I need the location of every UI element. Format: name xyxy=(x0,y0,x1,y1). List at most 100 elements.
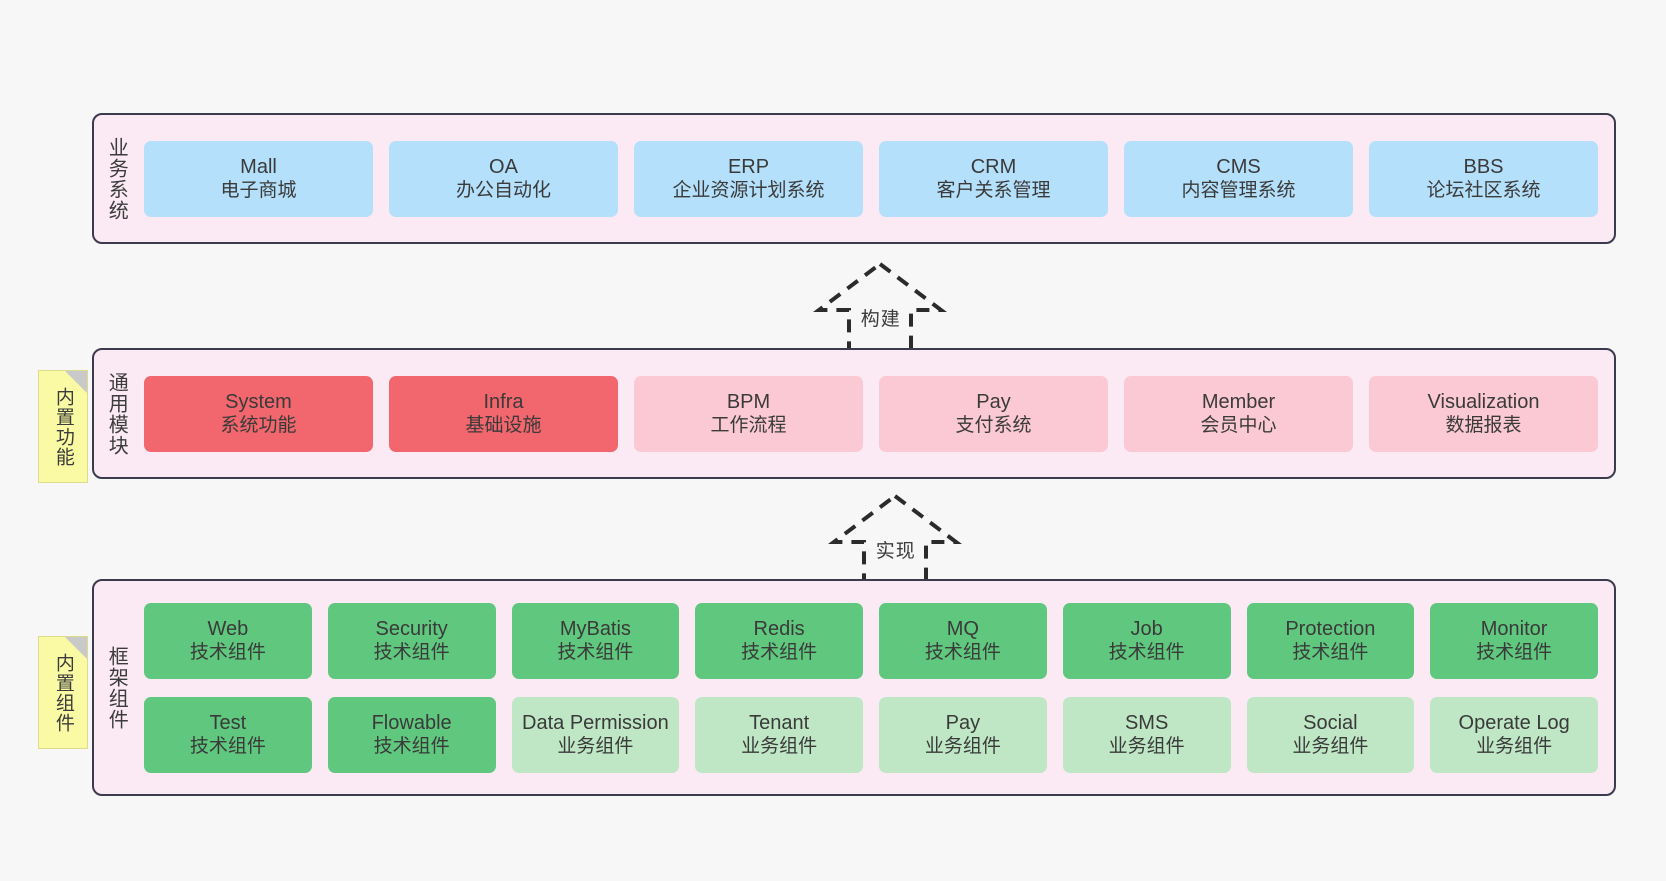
node-subtitle: 工作流程 xyxy=(710,415,787,437)
note-builtin-features: 内置功能 xyxy=(38,370,88,483)
node-mall[interactable]: Mall 电子商城 xyxy=(144,140,373,217)
node-title: Social xyxy=(1303,711,1358,734)
node-title: BBS xyxy=(1463,155,1504,178)
node-title: MyBatis xyxy=(559,617,631,640)
node-subtitle: 技术组件 xyxy=(373,736,450,758)
node-operate-log[interactable]: Operate Log 业务组件 xyxy=(1430,696,1598,773)
node-subtitle: 业务组件 xyxy=(1108,736,1185,758)
node-system[interactable]: System 系统功能 xyxy=(144,375,373,452)
node-title: Pay xyxy=(976,390,1011,413)
node-title: Member xyxy=(1201,390,1276,413)
node-subtitle: 业务组件 xyxy=(557,736,634,758)
node-title: Operate Log xyxy=(1458,711,1570,734)
node-subtitle: 技术组件 xyxy=(373,642,450,664)
node-title: SMS xyxy=(1124,711,1169,734)
node-mq[interactable]: MQ 技术组件 xyxy=(879,602,1047,679)
node-subtitle: 业务组件 xyxy=(924,736,1001,758)
node-subtitle: 会员中心 xyxy=(1200,415,1277,437)
node-title: ERP xyxy=(727,155,770,178)
layer-common-modules: 通用模块 System 系统功能 Infra 基础设施 BPM 工作流程 Pay… xyxy=(92,348,1616,479)
node-member[interactable]: Member 会员中心 xyxy=(1124,375,1353,452)
node-subtitle: 技术组件 xyxy=(557,642,634,664)
layer-body-business: Mall 电子商城 OA 办公自动化 ERP 企业资源计划系统 CRM 客户关系… xyxy=(138,115,1614,242)
node-title: Mall xyxy=(240,155,277,178)
node-title: Redis xyxy=(753,617,805,640)
node-subtitle: 办公自动化 xyxy=(455,180,551,202)
note-builtin-components: 内置组件 xyxy=(38,636,88,749)
business-node-row: Mall 电子商城 OA 办公自动化 ERP 企业资源计划系统 CRM 客户关系… xyxy=(144,140,1598,217)
node-subtitle: 系统功能 xyxy=(220,415,297,437)
node-social[interactable]: Social 业务组件 xyxy=(1246,696,1415,773)
modules-node-row: System 系统功能 Infra 基础设施 BPM 工作流程 Pay 支付系统… xyxy=(144,375,1598,452)
connector-build-label: 构建 xyxy=(860,309,901,330)
node-subtitle: 技术组件 xyxy=(924,642,1001,664)
node-title: MQ xyxy=(946,617,979,640)
node-title: Security xyxy=(375,617,448,640)
node-pay-module[interactable]: Pay 支付系统 xyxy=(879,375,1108,452)
node-infra[interactable]: Infra 基础设施 xyxy=(389,375,618,452)
node-subtitle: 支付系统 xyxy=(955,415,1032,437)
framework-node-row-2: Test 技术组件 Flowable 技术组件 Data Permission … xyxy=(144,696,1598,773)
framework-node-row-1: Web 技术组件 Security 技术组件 MyBatis 技术组件 Redi… xyxy=(144,602,1598,679)
node-title: BPM xyxy=(726,390,771,413)
node-title: Tenant xyxy=(749,711,810,734)
node-subtitle: 数据报表 xyxy=(1445,415,1522,437)
node-data-permission[interactable]: Data Permission 业务组件 xyxy=(511,696,680,773)
node-subtitle: 技术组件 xyxy=(189,736,266,758)
layer-framework-components: 框架组件 Web 技术组件 Security 技术组件 MyBatis 技术组件… xyxy=(92,579,1616,796)
node-mybatis[interactable]: MyBatis 技术组件 xyxy=(511,602,680,679)
node-title: Web xyxy=(207,617,249,640)
node-subtitle: 业务组件 xyxy=(741,736,818,758)
node-protection[interactable]: Protection 技术组件 xyxy=(1246,602,1415,679)
node-subtitle: 电子商城 xyxy=(220,180,297,202)
node-title: Job xyxy=(1130,617,1163,640)
node-redis[interactable]: Redis 技术组件 xyxy=(695,602,863,679)
node-subtitle: 业务组件 xyxy=(1292,736,1369,758)
node-pay-component[interactable]: Pay 业务组件 xyxy=(879,696,1047,773)
node-subtitle: 技术组件 xyxy=(741,642,818,664)
node-crm[interactable]: CRM 客户关系管理 xyxy=(879,140,1108,217)
note-builtin-features-label: 内置功能 xyxy=(52,386,74,467)
node-subtitle: 业务组件 xyxy=(1476,736,1553,758)
node-title: Infra xyxy=(483,390,524,413)
node-security[interactable]: Security 技术组件 xyxy=(327,602,496,679)
node-subtitle: 技术组件 xyxy=(189,642,266,664)
node-subtitle: 技术组件 xyxy=(1476,642,1553,664)
node-flowable[interactable]: Flowable 技术组件 xyxy=(327,696,496,773)
node-subtitle: 技术组件 xyxy=(1108,642,1185,664)
node-title: Pay xyxy=(945,711,981,734)
node-subtitle: 技术组件 xyxy=(1292,642,1369,664)
node-sms[interactable]: SMS 业务组件 xyxy=(1062,696,1231,773)
note-builtin-components-label: 内置组件 xyxy=(52,652,74,733)
layer-title-framework: 框架组件 xyxy=(105,645,128,730)
node-title: Data Permission xyxy=(522,711,669,734)
node-monitor[interactable]: Monitor 技术组件 xyxy=(1430,602,1598,679)
node-bbs[interactable]: BBS 论坛社区系统 xyxy=(1369,140,1598,217)
node-title: CRM xyxy=(970,155,1017,178)
node-subtitle: 企业资源计划系统 xyxy=(672,180,825,202)
layer-title-business: 业务系统 xyxy=(105,136,128,221)
node-tenant[interactable]: Tenant 业务组件 xyxy=(695,696,863,773)
node-subtitle: 论坛社区系统 xyxy=(1426,180,1541,202)
node-bpm[interactable]: BPM 工作流程 xyxy=(634,375,863,452)
layer-body-modules: System 系统功能 Infra 基础设施 BPM 工作流程 Pay 支付系统… xyxy=(138,350,1614,477)
layer-body-framework: Web 技术组件 Security 技术组件 MyBatis 技术组件 Redi… xyxy=(138,581,1614,794)
node-visualization[interactable]: Visualization 数据报表 xyxy=(1369,375,1598,452)
node-title: Protection xyxy=(1285,617,1376,640)
node-erp[interactable]: ERP 企业资源计划系统 xyxy=(634,140,863,217)
node-title: Flowable xyxy=(371,711,452,734)
node-test[interactable]: Test 技术组件 xyxy=(144,696,312,773)
node-web[interactable]: Web 技术组件 xyxy=(144,602,312,679)
layer-business-systems: 业务系统 Mall 电子商城 OA 办公自动化 ERP 企业资源计划系统 CRM… xyxy=(92,113,1616,244)
node-title: Monitor xyxy=(1480,617,1548,640)
node-cms[interactable]: CMS 内容管理系统 xyxy=(1124,140,1353,217)
node-subtitle: 客户关系管理 xyxy=(936,180,1051,202)
node-title: System xyxy=(225,390,292,413)
node-oa[interactable]: OA 办公自动化 xyxy=(389,140,618,217)
node-title: CMS xyxy=(1216,155,1261,178)
node-subtitle: 基础设施 xyxy=(465,415,542,437)
node-job[interactable]: Job 技术组件 xyxy=(1062,602,1231,679)
node-title: OA xyxy=(489,155,518,178)
node-title: Visualization xyxy=(1427,390,1540,413)
